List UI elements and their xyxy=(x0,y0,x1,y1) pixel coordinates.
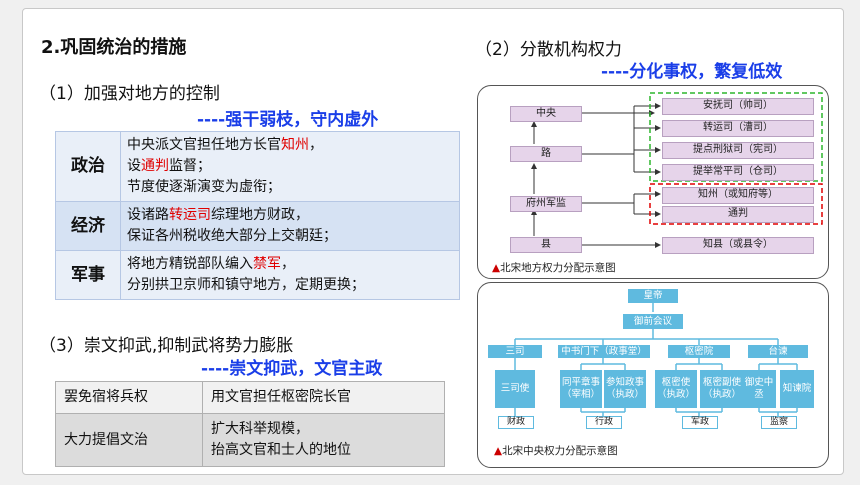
sub-yushi: 御史中丞 xyxy=(742,370,776,408)
line-text: 设 xyxy=(127,158,141,174)
table-row: 罢免宿将兵权用文官担任枢密院长官 xyxy=(55,381,445,414)
table-row: 军事将地方精锐部队编入禁军， 分别拱卫京师和镇守地方，定期更换； xyxy=(55,250,460,300)
branch-taijian: 台谏 xyxy=(748,345,808,358)
line-text: 节度使逐渐演变为虚衔； xyxy=(127,179,281,195)
office-anfu: 安抚司（帅司） xyxy=(662,98,814,115)
row-label: 经济 xyxy=(55,201,121,251)
sub-shumifushi: 枢密副使（执政） xyxy=(700,370,744,408)
section2-title: （2）分散机构权力 xyxy=(475,40,622,60)
office-tiju: 提举常平司（仓司） xyxy=(662,164,814,181)
content-line: 保证各州税收绝大部分上交朝廷； xyxy=(127,226,453,247)
level-zhou: 府州军监 xyxy=(510,196,582,212)
sub-shumishi: 枢密使（执政） xyxy=(655,370,697,408)
level-center: 中央 xyxy=(510,106,582,122)
row-content: 中央派文官担任地方长官知州，设通判监督；节度使逐渐演变为虚衔； xyxy=(120,131,460,202)
content-line: 设通判监督； xyxy=(127,156,453,177)
branch-shumi: 枢密院 xyxy=(668,345,730,358)
power-junzheng: 军政 xyxy=(682,416,718,429)
motto-text: 强干弱枝，守内虚外 xyxy=(225,110,379,130)
office-zhuanyun: 转运司（漕司） xyxy=(662,120,814,137)
motto-dash: ---- xyxy=(197,110,226,130)
line-text: 监督； xyxy=(169,158,211,174)
highlight-term: 转运司 xyxy=(169,207,211,223)
motto-dash: ---- xyxy=(201,359,230,379)
highlight-term: 禁军 xyxy=(253,256,281,272)
row-label: 政治 xyxy=(55,131,121,202)
content-line: 分别拱卫京师和镇守地方，定期更换； xyxy=(127,275,453,296)
row-content: 设诸路转运司综理地方财政， 保证各州税收绝大部分上交朝廷； xyxy=(120,201,460,251)
table-row: 政治中央派文官担任地方长官知州，设通判监督；节度使逐渐演变为虚衔； xyxy=(55,131,460,202)
local-power-diagram: 中央 路 府州军监 县 安抚司（帅司） 转运司（漕司） 提点刑狱司（宪司） 提举… xyxy=(477,85,829,279)
line-text: 中央派文官担任地方长官 xyxy=(127,137,281,153)
content-line: 扩大科举规模， xyxy=(211,421,309,437)
power-jiancha: 监察 xyxy=(761,416,797,429)
branch-sansi: 三司 xyxy=(488,345,542,358)
table-row: 经济设诸路转运司综理地方财政， 保证各州税收绝大部分上交朝廷； xyxy=(55,201,460,251)
office-zhixian: 知县（或县令） xyxy=(662,237,814,254)
content-line: 中央派文官担任地方长官知州， xyxy=(127,135,453,156)
section-heading: 2.巩固统治的措施 xyxy=(41,37,187,58)
central-power-diagram: 皇帝 御前会议 三司 中书门下（政事堂） 枢密院 台谏 三司使 同平章事（宰相）… xyxy=(477,282,829,468)
highlight-term: 知州 xyxy=(281,137,309,153)
line-text: ， xyxy=(309,137,323,153)
level-county: 县 xyxy=(510,237,582,253)
highlight-term: 通判 xyxy=(141,158,169,174)
motto-text: 分化事权，繁复低效 xyxy=(629,62,783,82)
local-diagram-lines xyxy=(531,92,823,248)
level-lu: 路 xyxy=(510,146,582,162)
row-content: 扩大科举规模， 抬高文官和士人的地位 xyxy=(202,413,445,467)
section3-motto: ----崇文抑武，文官主政 xyxy=(201,354,382,379)
row-label: 大力提倡文治 xyxy=(55,413,203,467)
sub-sansishi: 三司使 xyxy=(495,370,535,408)
power-xingzheng: 行政 xyxy=(586,416,622,429)
local-control-table: 政治中央派文官担任地方长官知州，设通判监督；节度使逐渐演变为虚衔；经济设诸路转运… xyxy=(55,131,460,300)
power-caizheng: 财政 xyxy=(498,416,534,429)
content-line: 抬高文官和士人的地位 xyxy=(211,442,351,458)
sub-zaixiang: 同平章事（宰相） xyxy=(560,370,602,408)
line-text: 设诸路 xyxy=(127,207,169,223)
line-text: 将地方精锐部队编入 xyxy=(127,256,253,272)
section3-title: （3）崇文抑武,抑制武将势力膨胀 xyxy=(39,336,294,356)
line-text: 保证各州税收绝大部分上交朝廷； xyxy=(127,228,337,244)
motto-text: 崇文抑武，文官主政 xyxy=(229,359,383,379)
civil-military-table: 罢免宿将兵权用文官担任枢密院长官大力提倡文治扩大科举规模， 抬高文官和士人的地位 xyxy=(55,381,445,467)
line-text: 综理地方财政， xyxy=(211,207,309,223)
council-box: 御前会议 xyxy=(623,314,683,329)
local-diagram-caption: ▲北宋地方权力分配示意图 xyxy=(492,262,616,274)
line-text: ， xyxy=(281,256,295,272)
triangle-icon: ▲ xyxy=(492,262,501,274)
row-label: 罢免宿将兵权 xyxy=(55,381,203,414)
section2-motto: ----分化事权，繁复低效 xyxy=(601,57,782,82)
sub-zhijian: 知谏院 xyxy=(780,370,814,408)
slide: 2.巩固统治的措施 （1）加强对地方的控制 ----强干弱枝，守内虚外 政治中央… xyxy=(22,8,844,475)
office-tidian: 提点刑狱司（宪司） xyxy=(662,142,814,159)
office-tongpan: 通判 xyxy=(662,206,814,223)
motto-dash: ---- xyxy=(601,62,630,82)
section1-title: （1）加强对地方的控制 xyxy=(39,84,220,104)
content-line: 用文官担任枢密院长官 xyxy=(211,389,351,405)
central-diagram-lines xyxy=(514,302,798,416)
emperor-box: 皇帝 xyxy=(628,289,678,303)
central-diagram-caption: ▲北宋中央权力分配示意图 xyxy=(494,445,618,457)
office-zhizhou: 知州（或知府等） xyxy=(662,187,814,204)
content-line: 将地方精锐部队编入禁军， xyxy=(127,254,453,275)
content-line: 设诸路转运司综理地方财政， xyxy=(127,205,453,226)
content-line: 节度使逐渐演变为虚衔； xyxy=(127,177,453,198)
triangle-icon: ▲ xyxy=(494,445,503,457)
row-label: 军事 xyxy=(55,250,121,300)
table-row: 大力提倡文治扩大科举规模， 抬高文官和士人的地位 xyxy=(55,413,445,467)
section1-motto: ----强干弱枝，守内虚外 xyxy=(197,105,378,130)
sub-canzhi: 参知政事（执政） xyxy=(604,370,646,408)
row-content: 用文官担任枢密院长官 xyxy=(202,381,445,414)
branch-zhongshu: 中书门下（政事堂） xyxy=(558,345,650,358)
line-text: 分别拱卫京师和镇守地方，定期更换； xyxy=(127,277,365,293)
row-content: 将地方精锐部队编入禁军， 分别拱卫京师和镇守地方，定期更换； xyxy=(120,250,460,300)
